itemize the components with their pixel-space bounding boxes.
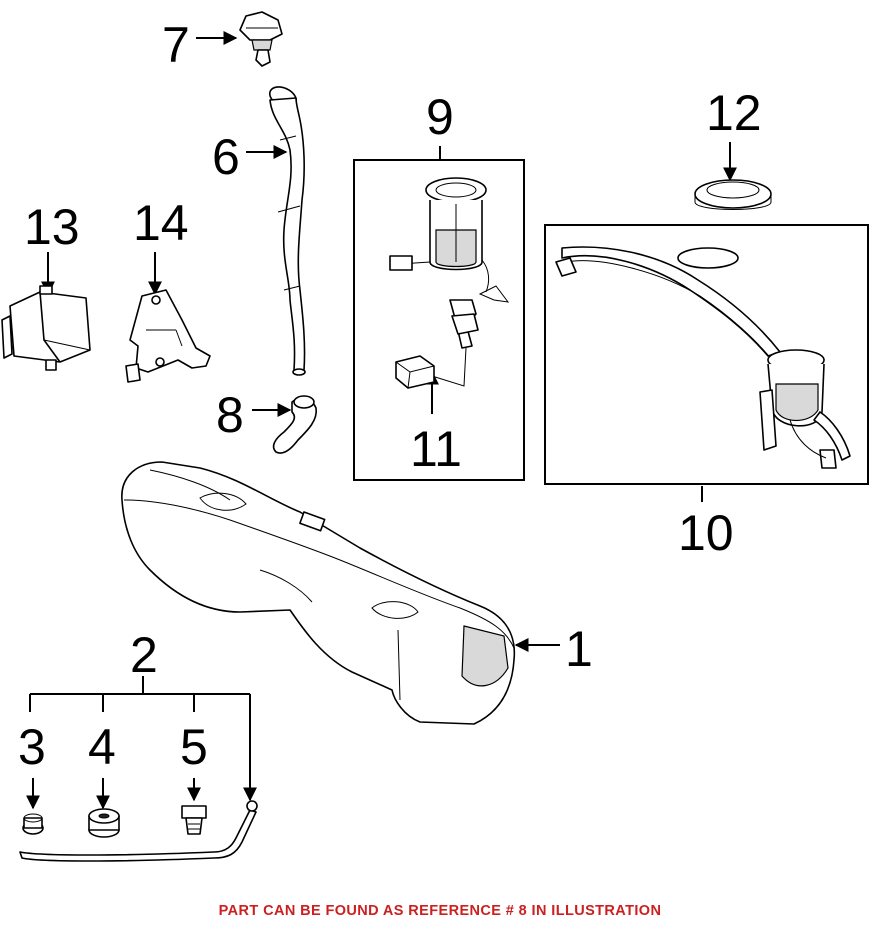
filler-neck-part	[268, 86, 306, 376]
callout-12: 12	[706, 85, 762, 141]
callout-7: 7	[162, 17, 190, 73]
callout-6: 6	[212, 129, 240, 185]
callout-1: 1	[565, 621, 593, 677]
sender-unit-part	[555, 246, 851, 469]
callout-2: 2	[130, 627, 158, 683]
callout-8: 8	[216, 387, 244, 443]
sender-unit-box	[544, 224, 869, 485]
callout-9: 9	[426, 89, 454, 145]
filler-cap-part	[239, 11, 283, 67]
callout-10: 10	[678, 505, 734, 561]
pump-assembly-box	[353, 159, 525, 481]
fuel-tank-part	[121, 461, 516, 725]
grommet-part	[22, 813, 44, 835]
leader-arrows	[26, 31, 737, 810]
bracket-part	[125, 289, 211, 383]
fuel-pump-module-part	[389, 177, 510, 387]
tank-strap-part	[19, 800, 258, 862]
callout-5: 5	[180, 719, 208, 775]
seal-ring-part	[694, 179, 772, 210]
reference-caption: PART CAN BE FOUND AS REFERENCE # 8 IN IL…	[218, 903, 662, 919]
callout-14: 14	[133, 195, 189, 251]
callout-3: 3	[18, 719, 46, 775]
callout-13: 13	[24, 199, 80, 255]
callout-11: 11	[410, 421, 462, 477]
bushing-part	[88, 808, 120, 838]
callout-4: 4	[88, 719, 116, 775]
control-module-part	[1, 285, 91, 371]
connector-part	[395, 355, 435, 389]
hose-part	[272, 395, 318, 454]
bolt-part	[181, 805, 207, 835]
